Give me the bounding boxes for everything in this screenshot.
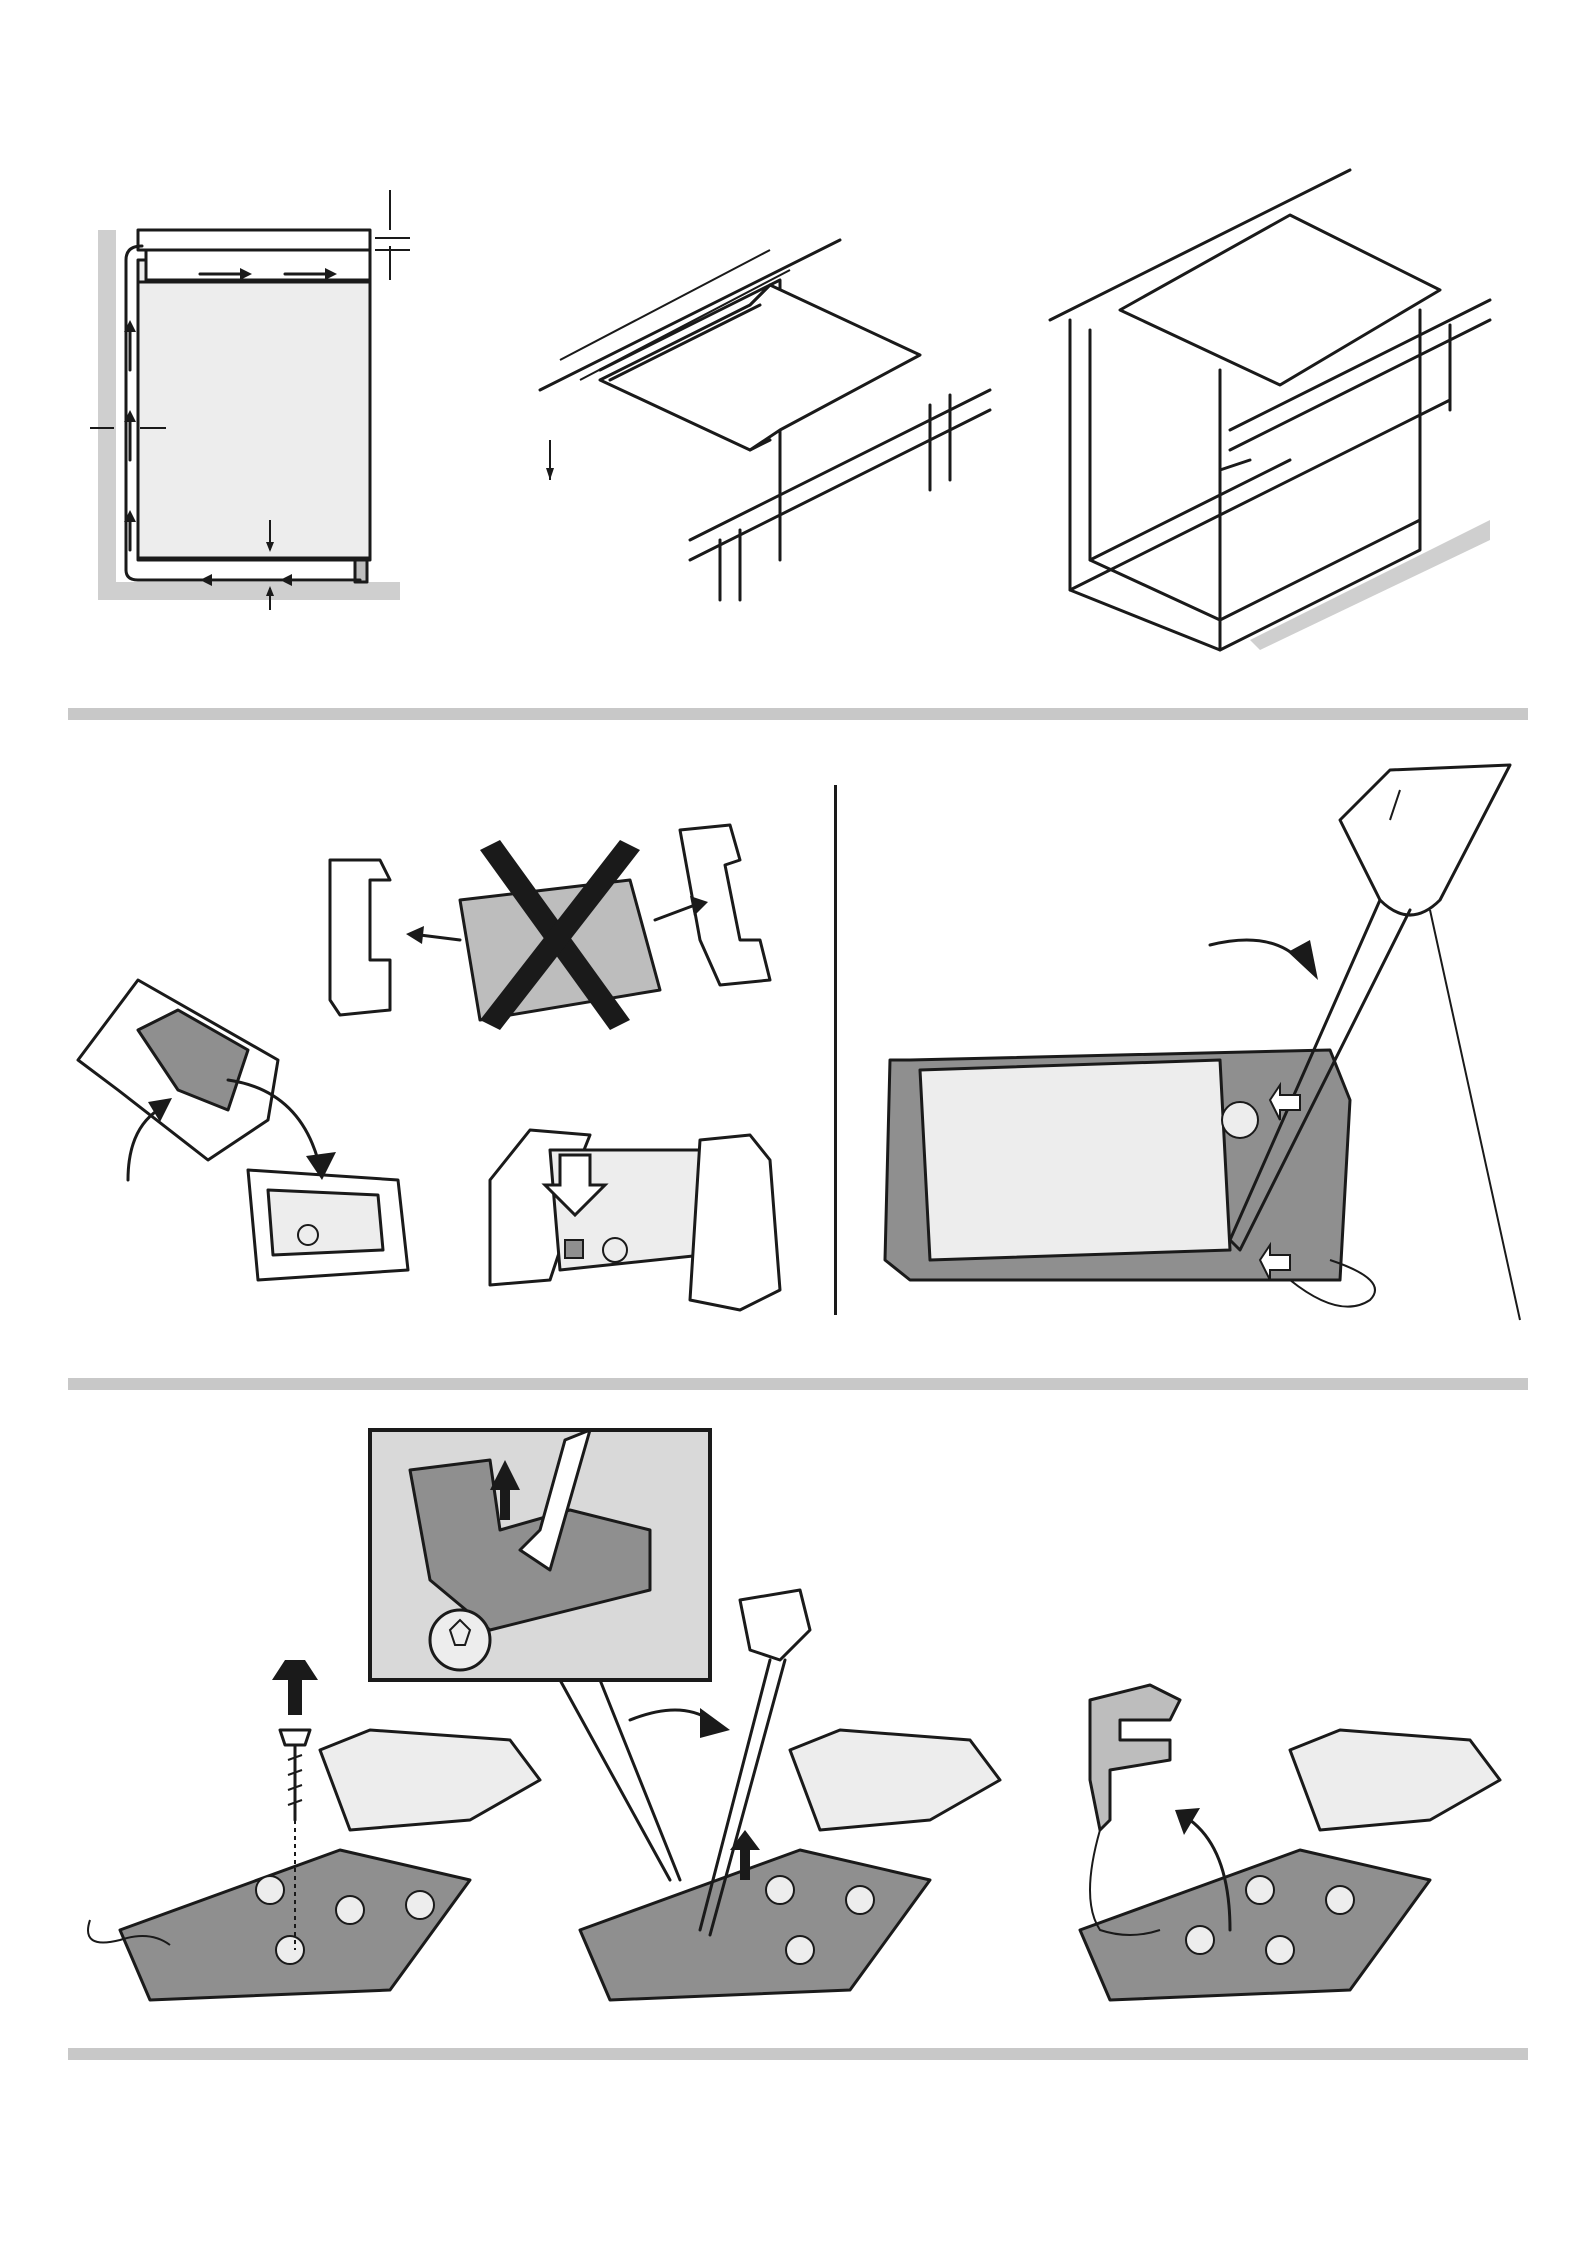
section-divider (68, 708, 1528, 720)
cabinet-cutout (1050, 170, 1490, 650)
section-divider (68, 1378, 1528, 1390)
section-divider (68, 2048, 1528, 2060)
arrow-icon (1210, 940, 1318, 980)
arrow-icon (272, 1660, 318, 1715)
panel-separator (834, 785, 837, 1315)
ventilation-side-view (90, 190, 420, 630)
place-hob (490, 1120, 790, 1320)
flip-hob (78, 980, 408, 1300)
lever-clip (570, 1580, 1030, 2010)
arrow-icon (630, 1708, 760, 1880)
unscrew-screw (90, 1650, 560, 2010)
remove-clip (1060, 1680, 1520, 2010)
worktop-cutout (540, 230, 990, 600)
screw-icon (280, 1730, 310, 1820)
lever-cover (870, 760, 1530, 1320)
